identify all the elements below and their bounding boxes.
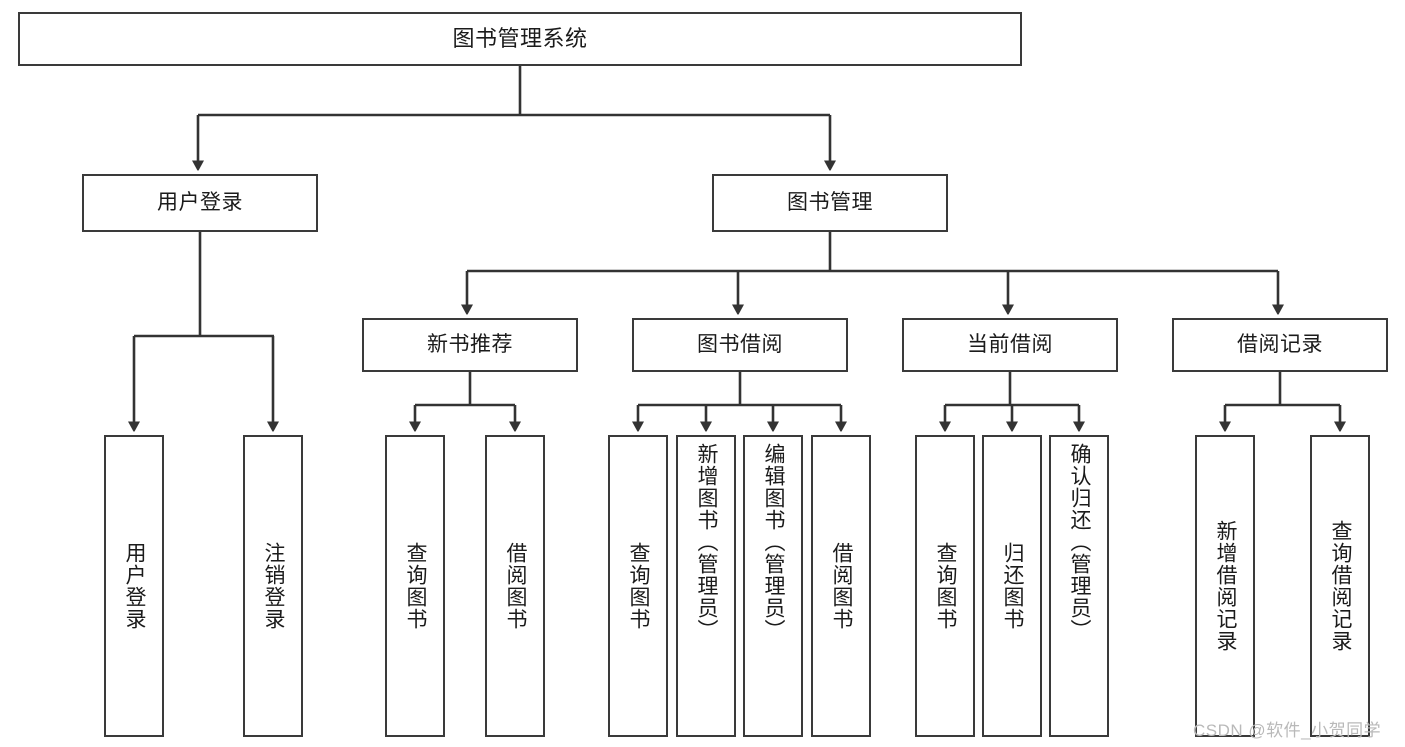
node-leaf-add-book-admin[interactable]: 新增图书（管理员） xyxy=(676,435,736,737)
node-new-book-recommend[interactable]: 新书推荐 xyxy=(362,318,578,372)
node-leaf-logout[interactable]: 注销登录 xyxy=(243,435,303,737)
node-leaf-user-login[interactable]: 用户登录 xyxy=(104,435,164,737)
node-leaf-return-book-label: 归还图书 xyxy=(1001,542,1025,630)
node-leaf-borrow-book-label: 借阅图书 xyxy=(830,542,854,630)
node-leaf-confirm-return-admin-label: 确认归还（管理员） xyxy=(1068,443,1092,641)
node-leaf-borrow-book-recommend-label: 借阅图书 xyxy=(504,542,528,630)
node-book-manage-label: 图书管理 xyxy=(787,190,873,214)
node-leaf-edit-book-admin-label: 编辑图书（管理员） xyxy=(762,443,786,641)
csdn-watermark: CSDN @软件_小贺同学 xyxy=(1193,721,1382,740)
node-book-borrow-label: 图书借阅 xyxy=(697,332,783,356)
node-book-borrow[interactable]: 图书借阅 xyxy=(632,318,848,372)
node-leaf-add-borrow-record-label: 新增借阅记录 xyxy=(1214,520,1238,652)
node-user-login[interactable]: 用户登录 xyxy=(82,174,318,232)
node-borrow-record-label: 借阅记录 xyxy=(1237,332,1323,356)
node-leaf-query-book-borrow[interactable]: 查询图书 xyxy=(608,435,668,737)
node-leaf-edit-book-admin[interactable]: 编辑图书（管理员） xyxy=(743,435,803,737)
node-leaf-query-book-recommend-label: 查询图书 xyxy=(404,542,428,630)
node-borrow-record[interactable]: 借阅记录 xyxy=(1172,318,1388,372)
node-leaf-query-borrow-record[interactable]: 查询借阅记录 xyxy=(1310,435,1370,737)
node-leaf-user-login-label: 用户登录 xyxy=(123,542,147,630)
node-leaf-logout-label: 注销登录 xyxy=(262,542,286,630)
node-current-borrow[interactable]: 当前借阅 xyxy=(902,318,1118,372)
node-root[interactable]: 图书管理系统 xyxy=(18,12,1022,66)
node-leaf-query-book-current-label: 查询图书 xyxy=(934,542,958,630)
node-book-manage[interactable]: 图书管理 xyxy=(712,174,948,232)
node-current-borrow-label: 当前借阅 xyxy=(967,332,1053,356)
node-leaf-query-book-borrow-label: 查询图书 xyxy=(627,542,651,630)
node-root-label: 图书管理系统 xyxy=(452,26,588,52)
node-leaf-add-book-admin-label: 新增图书（管理员） xyxy=(695,443,719,641)
node-leaf-query-borrow-record-label: 查询借阅记录 xyxy=(1329,520,1353,652)
node-new-book-recommend-label: 新书推荐 xyxy=(427,332,513,356)
node-leaf-borrow-book[interactable]: 借阅图书 xyxy=(811,435,871,737)
node-leaf-add-borrow-record[interactable]: 新增借阅记录 xyxy=(1195,435,1255,737)
node-leaf-confirm-return-admin[interactable]: 确认归还（管理员） xyxy=(1049,435,1109,737)
node-leaf-return-book[interactable]: 归还图书 xyxy=(982,435,1042,737)
node-user-login-label: 用户登录 xyxy=(157,190,243,214)
node-leaf-borrow-book-recommend[interactable]: 借阅图书 xyxy=(485,435,545,737)
node-leaf-query-book-recommend[interactable]: 查询图书 xyxy=(385,435,445,737)
node-leaf-query-book-current[interactable]: 查询图书 xyxy=(915,435,975,737)
